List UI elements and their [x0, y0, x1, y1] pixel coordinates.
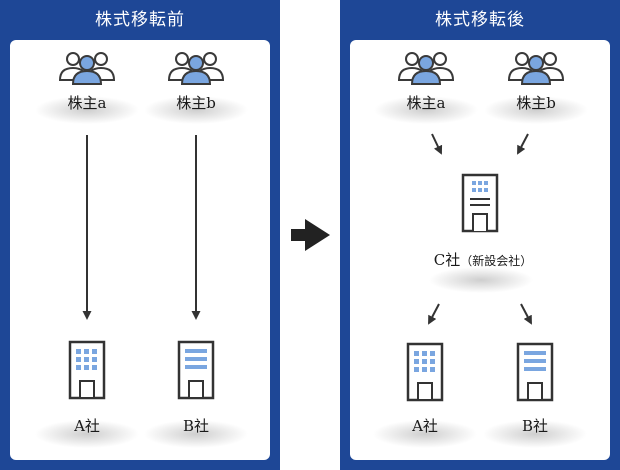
office-building-icon: [177, 340, 215, 400]
new-company-name: C社: [433, 251, 461, 269]
before-title: 株式移転前: [95, 10, 185, 30]
people-group-icon: [168, 52, 224, 85]
office-building-icon: [406, 342, 444, 402]
before-company-b: [144, 340, 248, 448]
after-company-a-label: A社: [412, 417, 438, 435]
before-company-a-label: A社: [74, 417, 100, 435]
before-shareholder-a-label: 株主a: [67, 94, 107, 112]
arrow-b-to-c: [517, 133, 529, 155]
after-shareholder-b: [484, 52, 588, 124]
after-new-company-label: C社（新設会社）: [415, 249, 551, 270]
before-shareholder-b-label: 株主b: [176, 94, 216, 112]
new-company-note: （新設会社）: [460, 254, 533, 268]
people-group-icon: [508, 52, 564, 85]
after-shareholder-b-label: 株主b: [516, 94, 556, 112]
before-company-b-label: B社: [182, 417, 210, 435]
after-shareholder-a: [374, 52, 478, 124]
office-building-icon: [516, 342, 554, 402]
after-title: 株式移転後: [435, 10, 525, 30]
after-shareholder-a-label: 株主a: [406, 94, 446, 112]
arrow-a-to-c: [431, 133, 443, 155]
before-shareholder-b: [144, 52, 248, 124]
office-building-icon: [461, 173, 499, 233]
after-company-b: [483, 342, 587, 448]
after-new-company: [429, 173, 533, 293]
people-group-icon: [59, 52, 115, 85]
before-panel: 株式移転前: [0, 0, 280, 470]
right-arrow-icon: [291, 219, 330, 251]
people-group-icon: [398, 52, 454, 85]
office-building-icon: [68, 340, 106, 400]
arrow-c-to-a: [428, 303, 440, 325]
before-shareholder-a: [35, 52, 139, 124]
arrow-c-to-b: [520, 303, 532, 325]
after-company-b-label: B社: [521, 417, 549, 435]
after-company-a: [373, 342, 477, 448]
before-company-a: [35, 340, 139, 448]
